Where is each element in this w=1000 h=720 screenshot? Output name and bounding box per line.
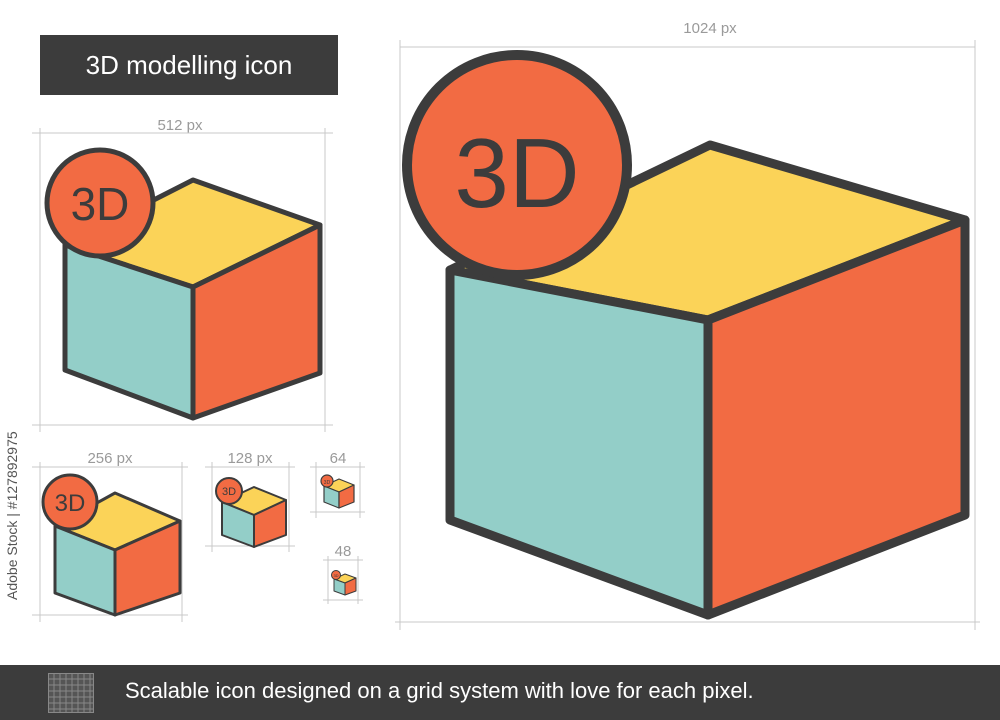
badge-label-256: 3D [55,490,86,517]
stock-id-label: Adobe Stock | #127892975 [4,431,20,600]
badge-label-1024: 3D [454,118,579,228]
size-label-48: 48 [334,543,352,560]
grid-icon [48,673,94,713]
cube-icon-48 [331,570,357,596]
size-label-64: 64 [329,450,347,467]
cube-icon-512 [44,147,323,421]
guide-lines [32,40,980,630]
footer-bar: Scalable icon designed on a grid system … [0,665,1000,720]
size-label-128: 128 px [227,450,273,467]
cube-icon-1024 [402,50,970,620]
page-title: 3D modelling icon [40,35,338,95]
size-label-1024: 1024 px [683,20,737,37]
size-label-256: 256 px [87,450,133,467]
badge-label-128: 3D [222,486,236,498]
icon-artboard: 3D 3D 3D 3D 3D 3D [32,40,980,630]
footer-text: Scalable icon designed on a grid system … [125,678,754,703]
size-label-512: 512 px [157,117,203,134]
badge-label-48: 3D [333,573,338,578]
cube-icon-64 [320,474,355,509]
badge-label-512: 3D [71,178,130,230]
cube-icon-128 [215,477,287,548]
badge-label-64: 3D [324,480,331,486]
cube-icon-256 [41,473,182,617]
